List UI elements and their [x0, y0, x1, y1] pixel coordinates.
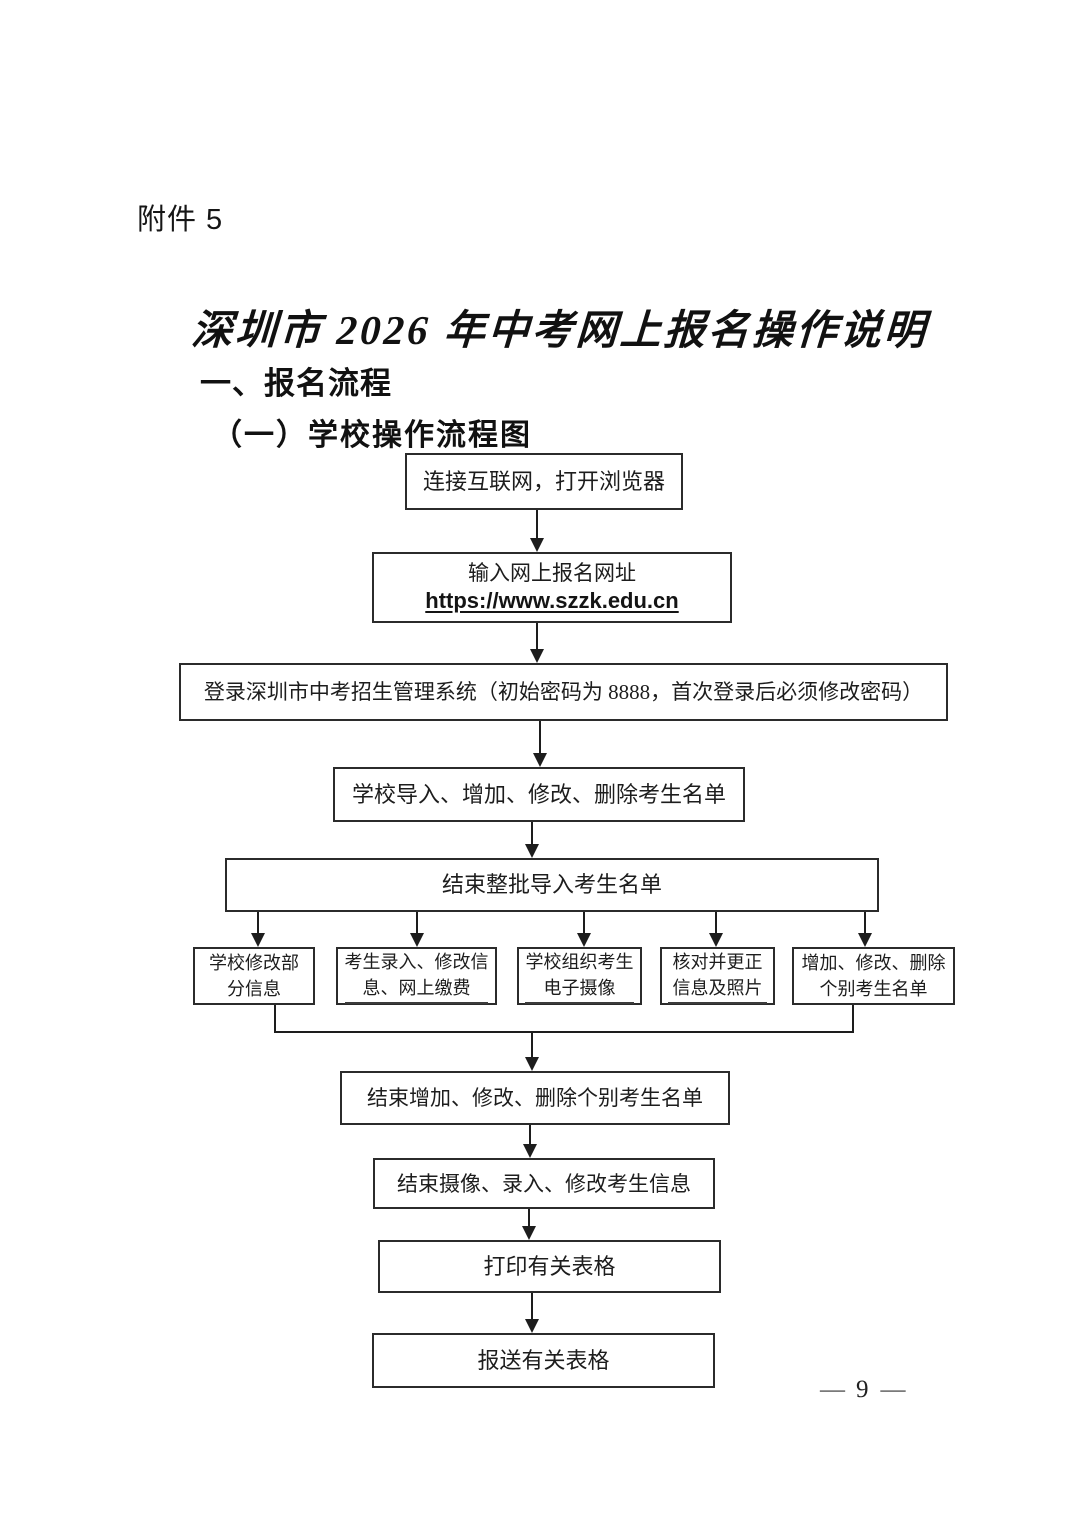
flow-node-label-line1: 考生录入、修改信	[344, 951, 489, 972]
flow-node-label-line2: 个别考生名单	[819, 979, 928, 999]
flow-node-label: 登录深圳市中考招生管理系统（初始密码为 8888，首次登录后必须修改密码）	[203, 680, 924, 704]
page-number: 9	[856, 1376, 869, 1403]
flow-node-connect-internet: 连接互联网，打开浏览器	[405, 453, 683, 510]
flow-node-label: 学校导入、增加、修改、删除考生名单	[351, 781, 726, 807]
flow-node-label: 输入网上报名网址	[468, 561, 636, 585]
flow-node-label-line2: 息、网上缴费	[345, 975, 488, 1004]
flow-node-submit-forms: 报送有关表格	[372, 1333, 715, 1388]
footer-left-dash: —	[820, 1376, 845, 1403]
flow-node-label: 报送有关表格	[477, 1347, 610, 1373]
flow-node-label-line2: 电子摄像	[525, 975, 634, 1004]
flow-node-login-system: 登录深圳市中考招生管理系统（初始密码为 8888，首次登录后必须修改密码）	[179, 663, 948, 721]
flow-node-verify-correct-info: 核对并更正 信息及照片	[660, 947, 775, 1005]
flow-node-candidate-entry-pay: 考生录入、修改信 息、网上缴费	[336, 947, 497, 1005]
attachment-label: 附件 5	[137, 204, 224, 236]
flow-node-label-line2: 分信息	[227, 979, 281, 999]
flow-node-label-line1: 学校修改部	[209, 953, 299, 973]
flow-node-finish-photo-entry: 结束摄像、录入、修改考生信息	[373, 1158, 715, 1209]
flow-node-label: 结束增加、修改、删除个别考生名单	[367, 1086, 703, 1110]
flow-node-label: 结束摄像、录入、修改考生信息	[397, 1171, 691, 1196]
footer-right-dash: —	[880, 1376, 906, 1403]
flow-node-enter-url: 输入网上报名网址 https://www.szzk.edu.cn	[372, 552, 732, 623]
subsection-heading: （一）学校操作流程图	[212, 419, 532, 452]
document-title: 深圳市 2026 年中考网上报名操作说明	[190, 307, 930, 353]
flow-node-print-forms: 打印有关表格	[378, 1240, 721, 1293]
flow-node-label-line1: 学校组织考生	[525, 951, 634, 972]
flow-node-label: 连接互联网，打开浏览器	[422, 468, 665, 494]
registration-url-link[interactable]: https://www.szzk.edu.cn	[425, 588, 679, 613]
section-heading: 一、报名流程	[200, 366, 392, 401]
flow-node-organize-photo: 学校组织考生 电子摄像	[517, 947, 642, 1005]
flow-node-modify-partial-info: 学校修改部 分信息	[193, 947, 315, 1005]
flow-node-label-line1: 核对并更正	[672, 951, 763, 972]
page-footer: — 9 —	[820, 1376, 906, 1404]
flow-node-school-import: 学校导入、增加、修改、删除考生名单	[333, 767, 745, 822]
flow-node-individual-changes: 增加、修改、删除 个别考生名单	[792, 947, 955, 1005]
flow-node-finish-batch-import: 结束整批导入考生名单	[225, 858, 879, 912]
flow-node-finish-individual-changes: 结束增加、修改、删除个别考生名单	[340, 1071, 730, 1125]
flow-node-label: 打印有关表格	[483, 1253, 616, 1279]
flow-node-label: 结束整批导入考生名单	[441, 872, 662, 897]
flow-node-label-line2: 信息及照片	[667, 975, 768, 1004]
branch-merge-connector	[274, 1005, 854, 1033]
flow-node-label-line1: 增加、修改、删除	[801, 953, 946, 973]
